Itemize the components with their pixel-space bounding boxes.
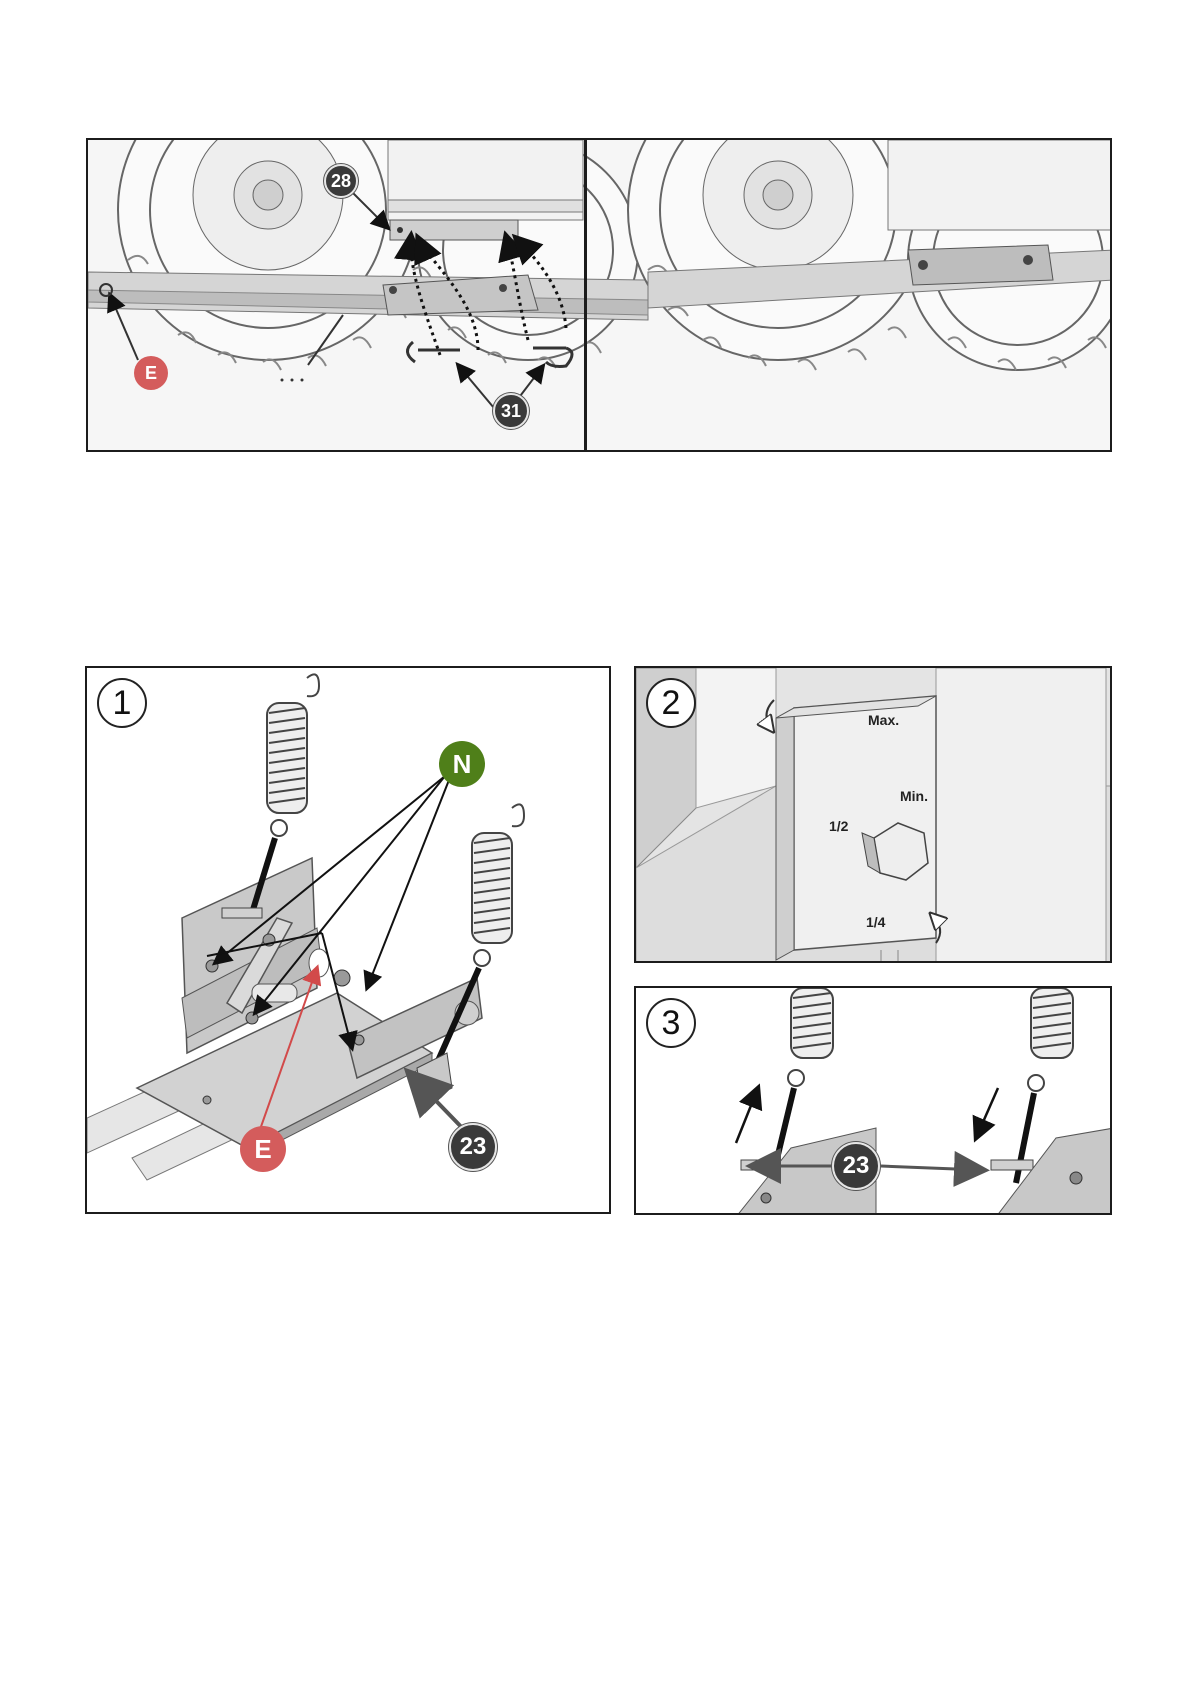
step2-number: 2 xyxy=(646,678,696,728)
step2-panel: 2 Max. Min. 1/2 1/4 xyxy=(634,666,1112,963)
label-quarter: 1/4 xyxy=(866,914,885,930)
callout-28: 28 xyxy=(324,164,358,198)
top-figure-panel: 28 31 E xyxy=(86,138,1112,452)
step1-panel: 1 N E 23 xyxy=(85,666,611,1214)
label-min: Min. xyxy=(900,788,928,804)
step3-number: 3 xyxy=(646,998,696,1048)
label-max: Max. xyxy=(868,712,899,728)
step1-illustration xyxy=(87,668,611,1214)
step1-number: 1 xyxy=(97,678,147,728)
step3-panel: 3 23 xyxy=(634,986,1112,1215)
label-half: 1/2 xyxy=(829,818,848,834)
callout-E: E xyxy=(134,356,168,390)
callout-31: 31 xyxy=(493,393,529,429)
callout-23-step1: 23 xyxy=(449,1123,497,1171)
callout-23-step3: 23 xyxy=(832,1142,880,1190)
callout-N: N xyxy=(439,741,485,787)
top-figure-illustration xyxy=(88,140,1112,452)
callout-E-step1: E xyxy=(240,1126,286,1172)
top-figure-divider xyxy=(584,140,587,452)
